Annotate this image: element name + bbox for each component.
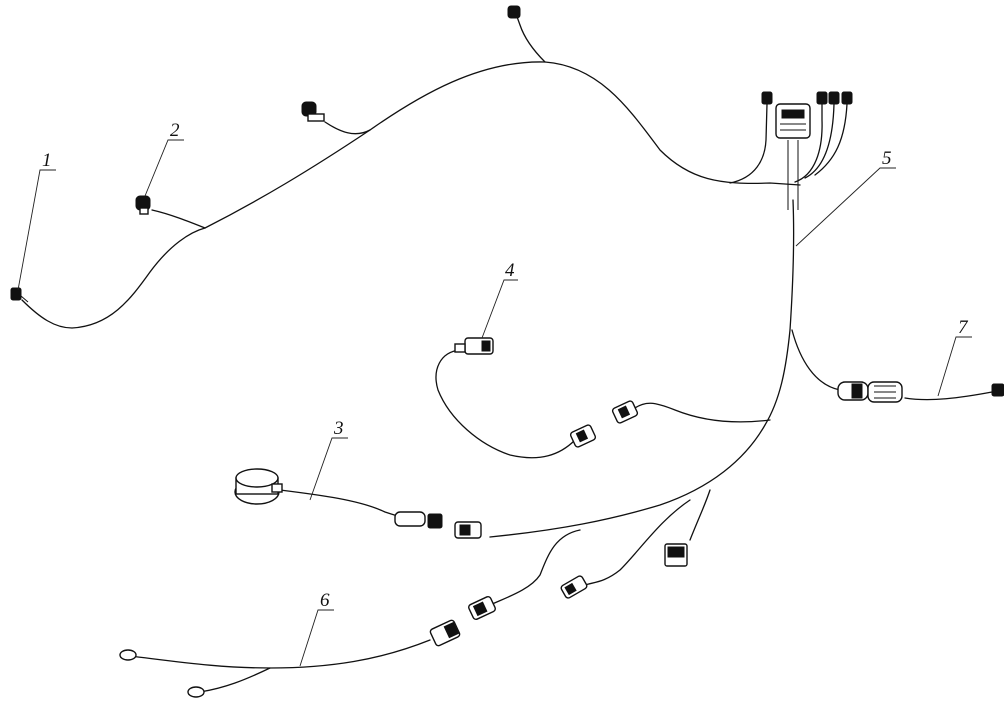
leader-6 — [299, 609, 334, 667]
connector-top — [507, 5, 521, 19]
sensor-plug-b — [816, 91, 828, 105]
mid-right-branch-wire — [631, 402, 771, 423]
ring-terminal-wire-b — [199, 667, 271, 693]
label-7: 7 — [958, 317, 969, 338]
connector-4 — [454, 337, 494, 355]
connector-2 — [135, 195, 151, 215]
label-1: 1 — [42, 150, 52, 171]
leader-3 — [309, 437, 348, 501]
connector-mid-left — [569, 424, 597, 448]
connector-lower-mid — [560, 575, 588, 599]
label-2: 2 — [170, 120, 180, 141]
ring-terminal-wire-a — [129, 639, 431, 669]
label7-out-wire — [904, 391, 993, 401]
sensor-3 — [234, 468, 283, 505]
connector-1 — [10, 287, 29, 303]
connector-7 — [837, 381, 903, 403]
label-3: 3 — [333, 418, 344, 439]
trunk-sleeve — [787, 140, 799, 210]
connector-mid-right — [611, 400, 639, 424]
leader-4 — [481, 279, 518, 339]
ring-terminal-b — [187, 686, 205, 698]
connector-lower-left — [468, 595, 496, 621]
connector-lower-square — [664, 543, 688, 567]
connector-3-pair — [394, 511, 482, 539]
top-branch-wire — [515, 13, 546, 63]
leader-7 — [937, 336, 972, 397]
label2-branch-wire — [151, 209, 206, 229]
upper-trunk-wire — [21, 61, 801, 329]
trunk-to-right-wire — [729, 103, 768, 184]
trunk-branch-sensor-a — [794, 103, 823, 183]
trunk-branch-sensor-c — [814, 103, 848, 176]
sensor-plug-d — [841, 91, 853, 105]
leader-5 — [795, 167, 896, 247]
lower-branch-b — [584, 499, 691, 586]
connector-right-edge — [991, 383, 1004, 397]
vertical-trunk-wire — [489, 199, 795, 538]
connector-upper-left — [301, 101, 325, 122]
sensor-plug-c — [828, 91, 840, 105]
upper-left-branch-wire — [324, 121, 371, 135]
label4-loop-wire — [435, 349, 576, 459]
ring-terminal-a — [119, 649, 137, 661]
label-4: 4 — [505, 260, 515, 281]
label7-branch-wire — [791, 329, 841, 391]
leader-1 — [17, 169, 56, 291]
label-6: 6 — [320, 590, 330, 611]
leader-2 — [144, 139, 184, 197]
label-5: 5 — [882, 148, 892, 169]
trunk-branch-sensor-b — [804, 103, 835, 179]
sensor-plug-a — [761, 91, 773, 105]
lower-branch-a — [689, 489, 711, 541]
connector-block-main — [775, 103, 811, 139]
connector-6 — [429, 619, 461, 647]
lower-branch-c — [489, 529, 581, 606]
